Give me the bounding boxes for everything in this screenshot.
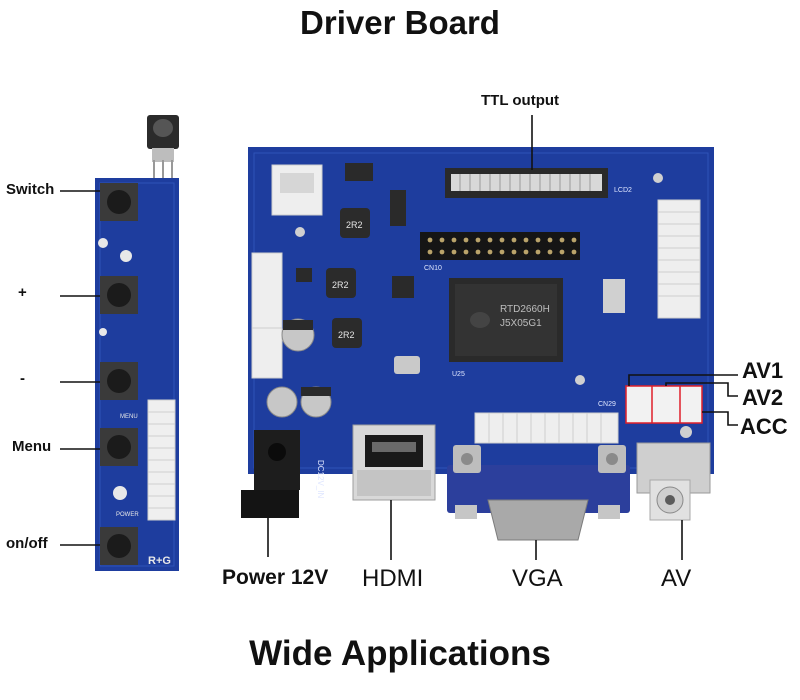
cn29-connector <box>474 412 619 444</box>
keypad-silk-rg: R+G <box>148 555 171 567</box>
label-ttl-output: TTL output <box>481 92 560 109</box>
hdmi-port <box>352 424 436 501</box>
label-onoff: on/off <box>6 535 48 552</box>
silk-lcd2: LCD2 <box>614 187 632 194</box>
keypad-leaders <box>60 190 100 546</box>
svg-text:2R2: 2R2 <box>332 280 349 290</box>
svg-text:2R2: 2R2 <box>338 330 355 340</box>
cn10-pin-header <box>420 232 580 260</box>
keypad-silk-power: POWER <box>116 512 139 518</box>
left-connector-1 <box>251 252 283 329</box>
label-av2: AV2 <box>742 385 784 410</box>
inductor-3: 2R2 <box>332 318 362 348</box>
right-connector <box>657 199 701 319</box>
keypad-button-menu <box>100 428 138 466</box>
label-switch: Switch <box>6 181 55 198</box>
footer-title: Wide Applications <box>249 634 551 673</box>
label-av1: AV1 <box>742 358 784 383</box>
svg-text:2R2: 2R2 <box>346 220 363 230</box>
page-title: Driver Board <box>300 4 500 41</box>
label-menu: Menu <box>12 438 52 455</box>
keypad-board: R+G MENU POWER <box>95 115 179 571</box>
label-av: AV <box>661 565 692 592</box>
capacitor-1 <box>281 318 315 352</box>
capacitor-3 <box>300 386 332 418</box>
vga-port <box>447 445 630 541</box>
silk-u25: U25 <box>452 371 465 378</box>
dc-power-jack <box>241 430 300 518</box>
chip-marking-2: J5X05G1 <box>500 318 542 329</box>
chip-marking-1: RTD2660H <box>500 304 550 315</box>
label-plus: + <box>18 284 27 301</box>
crystal-oscillator <box>394 356 420 374</box>
board-leaders <box>267 115 738 560</box>
label-acc: ACC <box>740 414 788 439</box>
left-connector-2 <box>251 327 283 379</box>
av-rca-jack <box>636 442 711 521</box>
keypad-button-onoff <box>100 527 138 565</box>
av-connector <box>625 385 703 424</box>
keypad-button-plus <box>100 276 138 314</box>
inductor-1: 2R2 <box>340 208 370 238</box>
label-power-12v: Power 12V <box>222 566 329 589</box>
av-highlight-outer <box>625 385 703 424</box>
keypad-silk-menu: MENU <box>120 414 138 420</box>
inductor-2: 2R2 <box>326 268 356 298</box>
main-chip: RTD2660H J5X05G1 <box>449 278 563 362</box>
label-vga: VGA <box>512 565 563 592</box>
label-minus: - <box>20 370 25 387</box>
main-board: LCD2 CN10 2R2 2R2 2R2 RT <box>241 147 714 541</box>
capacitor-2 <box>266 386 298 418</box>
keypad-button-minus <box>100 362 138 400</box>
silk-cn10: CN10 <box>424 265 442 272</box>
silk-cn29: CN29 <box>598 401 616 408</box>
silk-dc: DC12V_IN <box>316 460 325 498</box>
label-hdmi: HDMI <box>362 565 424 592</box>
keypad-button-switch <box>100 183 138 221</box>
